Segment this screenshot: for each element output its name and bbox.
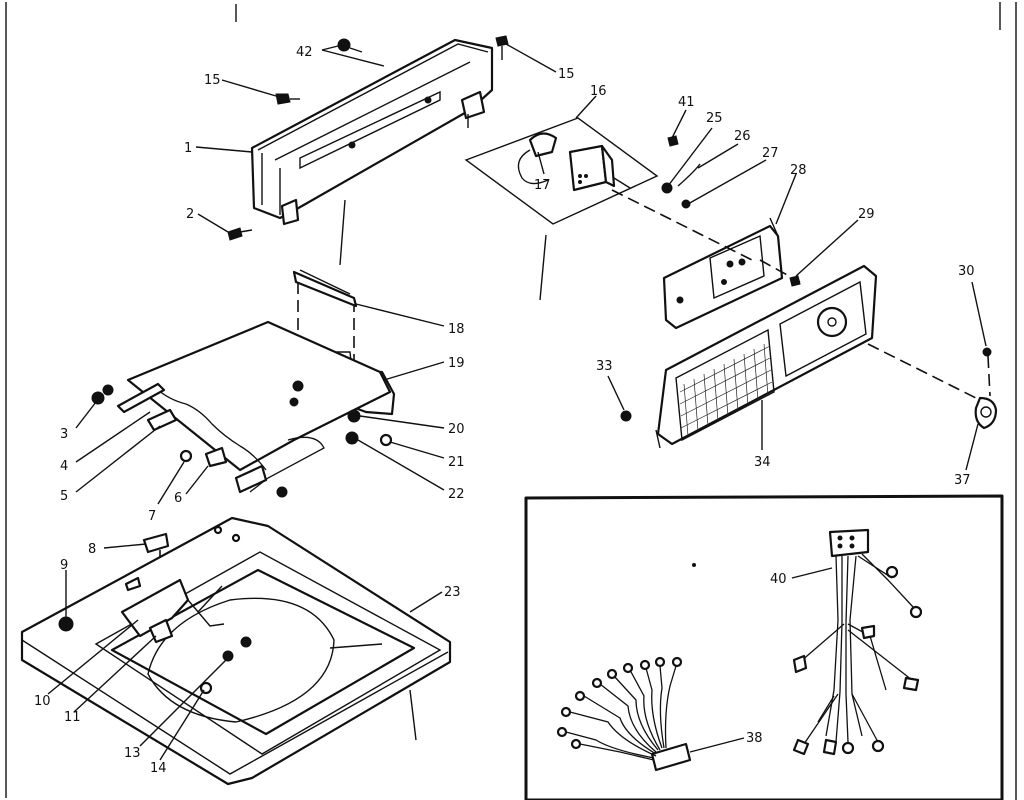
fasteners-20-22 bbox=[345, 409, 393, 447]
callout-19: 19 bbox=[448, 356, 465, 371]
callout-30: 30 bbox=[958, 264, 975, 279]
callout-16: 16 bbox=[590, 84, 607, 99]
callout-3: 3 bbox=[60, 427, 68, 442]
switch-parts-3-7 bbox=[91, 380, 304, 498]
callout-29: 29 bbox=[858, 207, 875, 222]
callout-23: 23 bbox=[444, 585, 461, 600]
callout-15-right: 15 bbox=[558, 67, 575, 82]
inset-box bbox=[524, 494, 1004, 800]
callout-21: 21 bbox=[448, 455, 465, 470]
callout-2: 2 bbox=[186, 207, 194, 222]
callout-37: 37 bbox=[954, 473, 971, 488]
callout-14: 14 bbox=[150, 761, 167, 776]
callout-38: 38 bbox=[746, 731, 763, 746]
callout-1: 1 bbox=[184, 141, 192, 156]
callout-4: 4 bbox=[60, 459, 68, 474]
screw-15-right bbox=[495, 35, 509, 60]
callout-28: 28 bbox=[790, 163, 807, 178]
callout-8: 8 bbox=[88, 542, 96, 557]
callout-labels: 1 2 3 4 5 6 7 8 9 10 11 13 14 15 15 16 1… bbox=[34, 45, 975, 776]
grille-mesh bbox=[679, 343, 773, 437]
callout-26: 26 bbox=[734, 129, 751, 144]
screw-2 bbox=[227, 227, 253, 241]
callout-15-left: 15 bbox=[204, 73, 221, 88]
control-mounting-plate bbox=[662, 217, 784, 330]
console-back-panel bbox=[250, 38, 494, 226]
leader-lines bbox=[47, 43, 987, 761]
screw-42 bbox=[337, 38, 363, 53]
callout-34: 34 bbox=[754, 455, 771, 470]
screw-33 bbox=[620, 410, 632, 422]
callout-18: 18 bbox=[448, 322, 465, 337]
callout-25: 25 bbox=[706, 111, 723, 126]
washer-top-23 bbox=[20, 516, 452, 786]
bracket-18 bbox=[292, 269, 358, 308]
callout-11: 11 bbox=[64, 710, 81, 725]
screw-15-left bbox=[275, 93, 300, 105]
wire-harness-38 bbox=[556, 656, 692, 772]
scan-marks bbox=[5, 2, 1017, 800]
callout-10: 10 bbox=[34, 694, 51, 709]
callout-40: 40 bbox=[770, 572, 787, 587]
control-panel-grille bbox=[655, 264, 878, 449]
callout-27: 27 bbox=[762, 146, 779, 161]
knob-37 bbox=[974, 347, 998, 430]
callout-7: 7 bbox=[148, 509, 156, 524]
top-cover-lid bbox=[126, 320, 392, 493]
wire-harness-40 bbox=[792, 528, 923, 756]
callout-6: 6 bbox=[174, 491, 182, 506]
callout-20: 20 bbox=[448, 422, 465, 437]
callout-13: 13 bbox=[124, 746, 141, 761]
callout-42: 42 bbox=[296, 45, 313, 60]
callout-5: 5 bbox=[60, 489, 68, 504]
callout-33: 33 bbox=[596, 359, 613, 374]
callout-9: 9 bbox=[60, 558, 68, 573]
callout-22: 22 bbox=[448, 487, 465, 502]
timer-assembly bbox=[464, 117, 659, 225]
small-hardware-25-27 bbox=[661, 135, 701, 209]
callout-41: 41 bbox=[678, 95, 695, 110]
callout-17: 17 bbox=[534, 178, 551, 193]
